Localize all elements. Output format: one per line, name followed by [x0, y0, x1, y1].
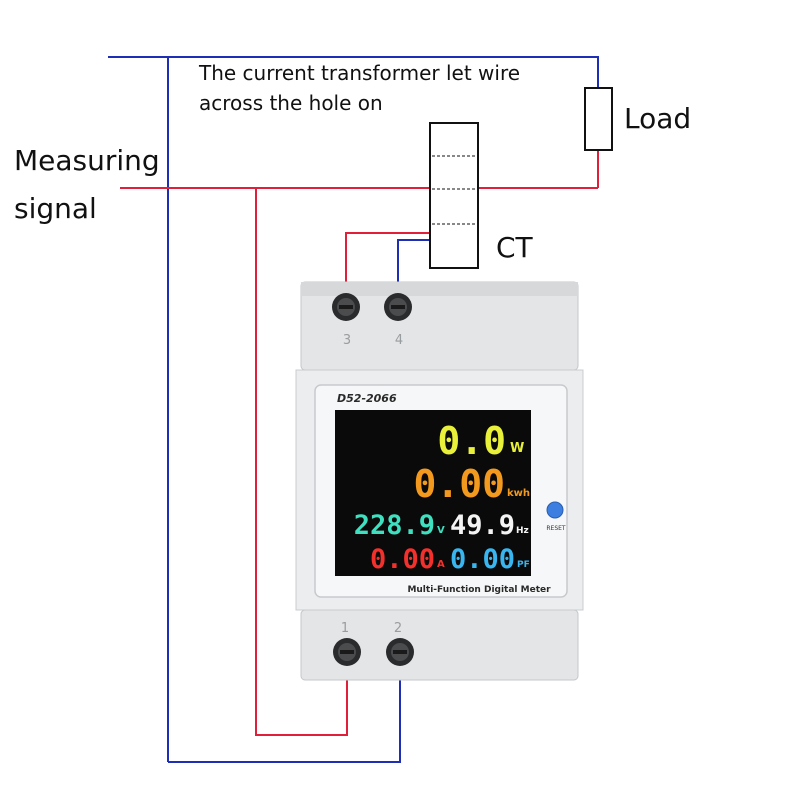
ct-wire-blue — [397, 239, 430, 282]
terminal-3-label: 3 — [343, 333, 351, 348]
frequency-unit: Hz — [516, 526, 529, 536]
voltage-unit: V — [437, 525, 445, 536]
reset-label: RESET — [546, 525, 566, 532]
lcd-display — [335, 410, 531, 576]
meter-housing — [295, 281, 584, 681]
power-factor-unit: PF — [517, 560, 530, 570]
energy-value: 0.00 — [413, 462, 505, 506]
meter-model: D52-2066 — [337, 392, 397, 405]
live-wire-to-terminal-1 — [255, 188, 348, 736]
power-value: 0.0 — [437, 419, 506, 463]
terminal-screws — [332, 293, 414, 666]
wires — [108, 56, 599, 763]
neutral-wire — [108, 56, 599, 90]
terminal-1-label: 1 — [341, 621, 349, 636]
ct-wire-red — [345, 232, 430, 282]
measuring-signal-line-1: Measuring — [14, 144, 160, 177]
energy-unit: kwh — [507, 488, 530, 499]
neutral-wire-to-terminal-2 — [168, 678, 401, 763]
terminal-4-label: 4 — [395, 333, 403, 348]
terminal-2-label: 2 — [394, 621, 402, 636]
load-resistor — [584, 87, 613, 151]
current-unit: A — [437, 559, 445, 570]
frequency-value: 49.9 — [450, 510, 515, 541]
lcd-readings: 0.0 W 0.00 kwh 228.9 V 49.9 Hz 0.00 A 0.… — [354, 419, 530, 575]
ct-label: CT — [496, 231, 533, 264]
reset-button[interactable] — [546, 501, 564, 519]
voltage-value: 228.9 — [354, 510, 435, 541]
meter-footer: Multi-Function Digital Meter — [407, 585, 551, 595]
annotation-line-1: The current transformer let wire — [199, 61, 521, 85]
measuring-signal-line-2: signal — [14, 192, 97, 225]
load-label: Load — [624, 102, 692, 135]
current-transformer — [429, 122, 479, 269]
current-value: 0.00 — [370, 544, 435, 575]
power-unit: W — [510, 441, 524, 456]
annotation-line-2: across the hole on — [199, 91, 383, 115]
power-factor-value: 0.00 — [450, 544, 515, 575]
